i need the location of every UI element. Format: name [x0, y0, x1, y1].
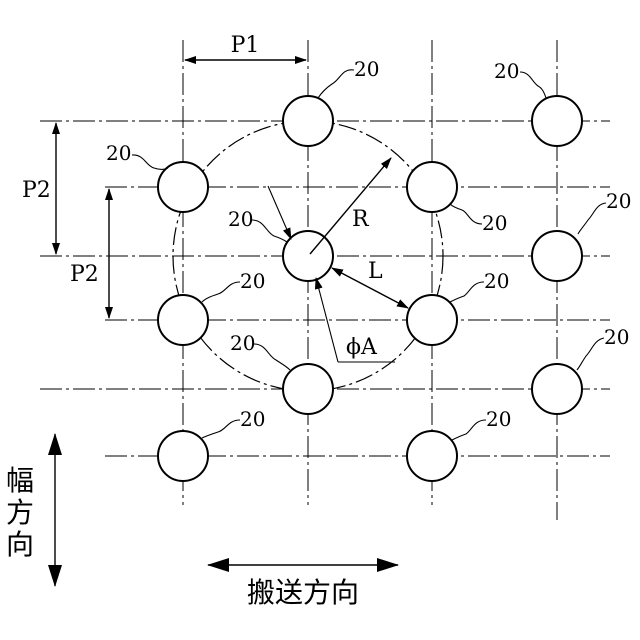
radius-arrow [310, 158, 391, 254]
ref-20: 20 [230, 331, 255, 355]
ref-20: 20 [240, 269, 265, 293]
ref-leader [450, 282, 484, 302]
dimension-p2-outer: P2 [22, 123, 56, 254]
ref-20: 20 [604, 325, 629, 349]
hole [158, 431, 208, 481]
dimension-p1: P1 [185, 33, 306, 60]
hole [283, 364, 333, 414]
ref-leader [452, 420, 486, 440]
diameter-label: ϕA [346, 335, 378, 360]
distance-label: L [368, 259, 383, 284]
dimension-p2-inner: P2 [70, 189, 109, 318]
ref-20: 20 [486, 407, 511, 431]
ref-leader [577, 338, 604, 370]
p2-outer-label: P2 [22, 178, 51, 203]
p1-label: P1 [231, 33, 260, 58]
hole [532, 231, 582, 281]
hole [407, 162, 457, 212]
ref-leader [450, 204, 482, 224]
edge-leader [268, 186, 291, 239]
ref-20: 20 [482, 211, 507, 235]
ref-leader [318, 70, 354, 98]
ref-leader [252, 220, 287, 242]
ref-20: 20 [228, 207, 253, 231]
ref-20: 20 [240, 407, 265, 431]
p2-inner-label: P2 [70, 262, 99, 287]
radius-dimension: R [310, 158, 391, 254]
ref-leader [520, 72, 546, 98]
width-direction-char: 幅 [6, 464, 34, 497]
ref-leader [202, 282, 240, 302]
hole [532, 96, 582, 146]
ref-leader [132, 155, 168, 170]
distance-dimension: L [332, 259, 408, 308]
width-direction-char: 方 [6, 496, 34, 529]
hole [283, 96, 333, 146]
ref-20: 20 [354, 57, 379, 81]
radius-label: R [352, 207, 370, 232]
ref-20: 20 [494, 59, 519, 83]
hole [158, 295, 208, 345]
hole [407, 295, 457, 345]
ref-20: 20 [606, 189, 631, 213]
ref-leader [202, 420, 240, 438]
ref-leader [254, 344, 290, 370]
width-direction-char: 向 [6, 528, 34, 561]
ref-20: 20 [106, 141, 131, 165]
ref-leader [578, 203, 606, 234]
hole [407, 431, 457, 481]
transport-direction-label: 搬送方向 [247, 576, 359, 609]
width-direction-indicator: 幅 方 向 [6, 434, 55, 586]
transport-direction-indicator: 搬送方向 [208, 565, 398, 609]
hole [532, 364, 582, 414]
ref-20: 20 [484, 269, 509, 293]
